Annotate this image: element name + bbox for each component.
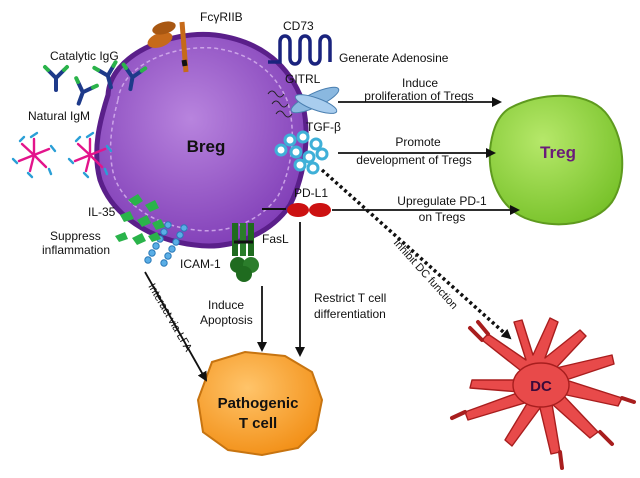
- gitrl-label: GITRL: [285, 72, 321, 86]
- pathogenic-label-line2: T cell: [239, 415, 277, 432]
- icam1-label: ICAM-1: [180, 257, 221, 271]
- pdl1-label: PD-L1: [294, 186, 328, 200]
- upregulate-line1: Upregulate PD-1: [397, 194, 487, 208]
- fasl-ligand: [230, 223, 259, 282]
- restrict-line2: differentiation: [314, 307, 386, 321]
- induce-tregs-line2: proliferation of Tregs: [364, 89, 473, 103]
- arrow-interact-lfa: [144, 271, 207, 382]
- interact-lfa-label: Interact via LFA: [145, 282, 194, 355]
- upregulate-line2: on Tregs: [419, 210, 466, 224]
- pathogenic-t-cell: Pathogenic T cell: [196, 350, 324, 457]
- treg-cell: Treg: [488, 94, 624, 226]
- tgfb-label: TGF-β: [306, 120, 341, 134]
- promote-tregs-line1: Promote: [395, 135, 441, 149]
- pdl1-ligand: [262, 203, 331, 217]
- catalytic-igg-group: [43, 60, 148, 106]
- induce-apoptosis-line1: Induce: [208, 298, 244, 312]
- icam1-molecule: [144, 221, 188, 267]
- il35-cluster: [115, 194, 165, 245]
- cd73-receptor: [268, 34, 332, 66]
- breg-cell: Breg: [94, 31, 309, 249]
- fasl-label: FasL: [262, 232, 289, 246]
- fcgriib-label: FcγRIIB: [200, 10, 243, 24]
- arrow-inhibit-dc: [320, 168, 512, 340]
- treg-label: Treg: [540, 143, 576, 162]
- inhibit-dc-label: Inhibit DC function: [391, 237, 460, 312]
- dendritic-cell: [450, 317, 636, 470]
- tgfb-cluster: [274, 130, 329, 175]
- dc-label: DC: [530, 378, 552, 395]
- gitrl-ligand: [267, 86, 340, 118]
- induce-tregs-line1: Induce: [402, 76, 438, 90]
- natural-igm-label: Natural IgM: [28, 109, 90, 123]
- cd73-label: CD73: [283, 19, 314, 33]
- suppress-label-line1: Suppress: [50, 229, 101, 243]
- il35-label: IL-35: [88, 205, 116, 219]
- natural-igm-group: [11, 131, 113, 179]
- pathogenic-label-line1: Pathogenic: [218, 395, 299, 412]
- breg-label: Breg: [187, 137, 226, 156]
- generate-adenosine-label: Generate Adenosine: [339, 51, 449, 65]
- catalytic-igg-label: Catalytic IgG: [50, 49, 119, 63]
- suppress-label-line2: inflammation: [42, 243, 110, 257]
- promote-tregs-line2: development of Tregs: [356, 153, 471, 167]
- induce-apoptosis-line2: Apoptosis: [200, 313, 253, 327]
- fcgriib-receptor: [147, 21, 189, 73]
- restrict-line1: Restrict T cell: [314, 291, 386, 305]
